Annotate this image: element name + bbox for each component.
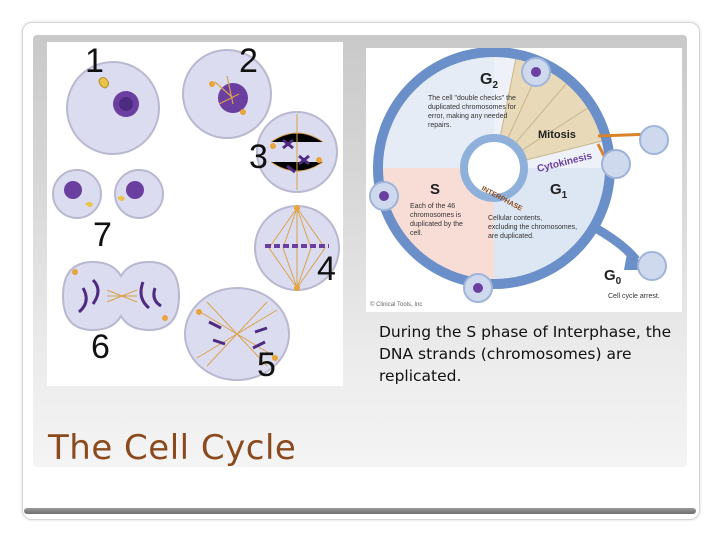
mitosis-label: Mitosis xyxy=(538,129,576,141)
cell-stage-7 xyxy=(52,169,164,219)
g1-sector xyxy=(494,168,610,284)
g1-label: G xyxy=(550,181,562,198)
svg-text:Each of the 46 chromosom: Each of the 46 chromosomes is duplicated… xyxy=(410,203,465,237)
caption-text: During the S phase of Interphase, the DN… xyxy=(379,323,672,385)
g1-subscript: 1 xyxy=(562,190,568,201)
cell-cycle-diagram: G2 The cell "double checks" the duplicat… xyxy=(366,47,682,312)
bottom-bar xyxy=(24,508,696,514)
cell-stage-2 xyxy=(182,49,272,139)
svg-text:Cellular contents, exclu: Cellular contents, excluding the chromos… xyxy=(488,215,579,240)
mitosis-stages-figure: 1 2 3 4 5 6 7 xyxy=(47,42,343,386)
g2-sector xyxy=(378,52,494,168)
g1-text-line-2: excluding the chromosomes, xyxy=(488,224,577,231)
stage-number-6: 6 xyxy=(91,328,110,366)
s-label: S xyxy=(430,181,440,198)
svg-text:G0: G0 xyxy=(604,267,622,287)
g2-text-line-2: duplicated chromosomes for xyxy=(428,104,517,111)
cell-stage-1 xyxy=(66,61,160,155)
s-text-line-4: cell. xyxy=(410,230,423,237)
slide-title: The Cell Cycle xyxy=(48,428,297,468)
g0-label: G xyxy=(604,267,616,284)
stage-number-1: 1 xyxy=(85,42,104,80)
cell-stage-3 xyxy=(256,111,338,193)
g1-text-line-1: Cellular contents, xyxy=(488,215,542,222)
g0-subscript: 0 xyxy=(616,276,622,287)
g2-label: G xyxy=(480,71,492,88)
g1-text-line-3: are duplicated. xyxy=(488,233,534,240)
stage-number-2: 2 xyxy=(239,42,258,80)
g2-subscript: 2 xyxy=(492,80,498,91)
svg-text:The cell "double checks" the: The cell "double checks" the duplicated … xyxy=(428,95,518,129)
g2-text-line-4: repairs. xyxy=(428,122,451,129)
s-text-line-2: chromosomes is xyxy=(410,212,461,219)
mitosis-stages-image: 1 2 3 4 5 6 7 xyxy=(52,42,340,384)
svg-text:G2: G2 xyxy=(480,71,498,91)
credit-text: © Clinical Tools, Inc xyxy=(370,301,422,308)
g2-text-line-1: The cell "double checks" the xyxy=(428,95,516,102)
cell-cycle-image: G2 The cell "double checks" the duplicat… xyxy=(369,47,669,308)
stage-number-7: 7 xyxy=(93,216,112,254)
cycle-hub xyxy=(460,134,528,202)
s-sector xyxy=(378,168,494,284)
stage-number-3: 3 xyxy=(249,138,268,176)
g0-text: Cell cycle arrest. xyxy=(608,293,660,300)
svg-text:G1: G1 xyxy=(550,181,568,201)
stage-number-5: 5 xyxy=(257,346,276,384)
s-text-line-1: Each of the 46 xyxy=(410,203,455,210)
cell-stage-6 xyxy=(61,260,181,332)
cell-stage-4 xyxy=(254,205,340,291)
cell-stage-5 xyxy=(184,287,290,381)
s-text-line-3: duplicated by the xyxy=(410,221,463,228)
g2-text-line-3: error, making any needed xyxy=(428,113,507,120)
stage-number-4: 4 xyxy=(317,250,336,288)
